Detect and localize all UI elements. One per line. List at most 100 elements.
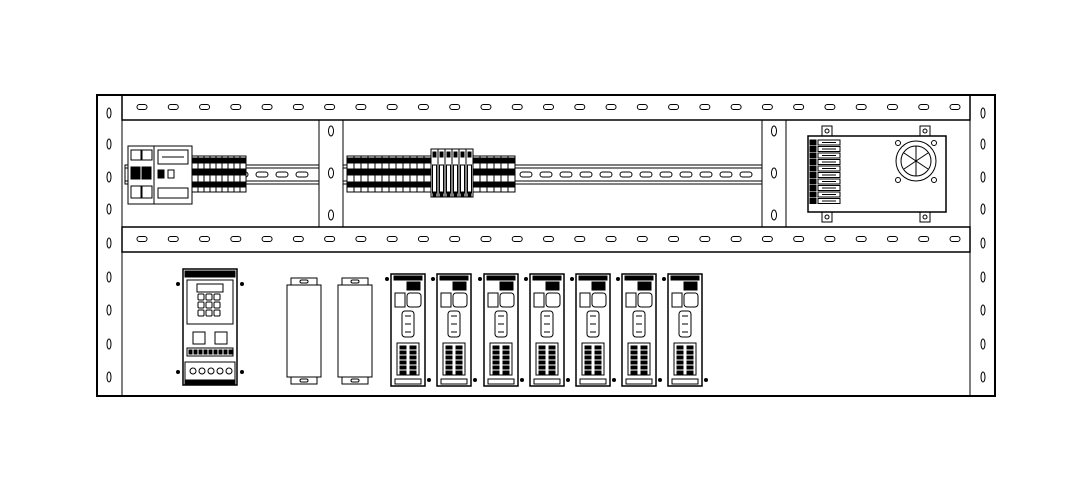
rail-slot — [639, 171, 653, 178]
mounting-slot — [106, 203, 112, 215]
duct-slot — [543, 236, 554, 242]
blank-module — [286, 277, 322, 385]
terminal — [374, 155, 383, 193]
rail-slot — [719, 171, 733, 178]
duct-slot — [136, 236, 148, 242]
terminal — [227, 155, 235, 193]
fuse-terminal — [430, 148, 439, 198]
mounting-slot — [106, 271, 112, 283]
wire-duct-top — [121, 94, 971, 121]
duct-slot — [511, 236, 523, 242]
vertical-duct-left — [318, 119, 344, 228]
duct-slot — [793, 236, 805, 242]
mounting-slot — [106, 138, 112, 150]
rail-slot — [599, 171, 613, 178]
terminal — [221, 155, 229, 193]
duct-slot — [292, 104, 304, 110]
duct-slot — [855, 236, 867, 242]
duct-slot — [511, 104, 523, 110]
duct-slot — [730, 236, 742, 242]
duct-slot — [355, 104, 367, 110]
terminal — [500, 155, 509, 193]
circuit-breakers — [127, 145, 193, 205]
mounting-slot — [980, 171, 986, 183]
vertical-duct-right — [761, 119, 787, 228]
duct-slot — [136, 104, 148, 110]
duct-slot — [480, 236, 492, 242]
terminal — [346, 155, 355, 193]
rail-slot — [559, 171, 573, 178]
rail-slot — [539, 171, 553, 178]
duct-slot — [761, 236, 773, 242]
fuse-terminal — [437, 148, 446, 198]
vfd — [176, 268, 244, 386]
mounting-slot — [980, 237, 986, 249]
mounting-slot — [106, 371, 112, 383]
duct-slot — [636, 104, 648, 110]
terminal-block-left — [191, 155, 247, 193]
duct-slot — [167, 236, 179, 242]
duct-slot — [261, 236, 273, 242]
duct-slot — [636, 236, 648, 242]
duct-slot — [574, 104, 586, 110]
fuse-terminal — [451, 148, 460, 198]
duct-slot — [417, 236, 429, 242]
duct-slot — [918, 104, 930, 110]
duct-slot — [417, 104, 429, 110]
psu-terminal — [809, 191, 817, 198]
duct-slot — [668, 104, 680, 110]
terminal — [191, 155, 199, 193]
mounting-slot — [980, 371, 986, 383]
terminal — [381, 155, 390, 193]
duct-slot — [449, 104, 461, 110]
rail-slot — [295, 171, 309, 178]
duct-slot — [199, 236, 211, 242]
duct-slot — [480, 104, 492, 110]
psu-terminal — [809, 198, 817, 204]
terminal — [507, 155, 516, 193]
terminal — [486, 155, 495, 193]
servo-drive — [385, 273, 431, 387]
terminal — [209, 155, 217, 193]
duct-slot — [730, 104, 742, 110]
mounting-slot — [106, 338, 112, 350]
mounting-slot — [980, 338, 986, 350]
rail-slot — [679, 171, 693, 178]
rail-slot — [619, 171, 633, 178]
psu-terminal — [809, 139, 817, 146]
terminal — [409, 155, 418, 193]
terminal-block-center — [346, 148, 516, 198]
duct-slot — [230, 236, 242, 242]
rail-slot — [659, 171, 673, 178]
mounting-slot — [106, 304, 112, 316]
duct-slot — [167, 104, 179, 110]
terminal — [239, 155, 247, 193]
duct-slot — [261, 104, 273, 110]
psu-terminal — [809, 172, 817, 178]
duct-slot — [668, 236, 680, 242]
power-supply — [807, 125, 947, 223]
duct-slot — [761, 104, 773, 110]
fan-icon — [895, 140, 937, 183]
blank-module — [337, 277, 373, 385]
terminal — [197, 155, 205, 193]
terminal — [423, 155, 432, 193]
terminal — [395, 155, 404, 193]
mounting-slot — [980, 304, 986, 316]
terminal — [472, 155, 481, 193]
mounting-slot — [106, 171, 112, 183]
mounting-slot — [106, 237, 112, 249]
rail-slot — [699, 171, 713, 178]
duct-slot — [449, 236, 461, 242]
psu-terminal — [809, 185, 817, 191]
psu-terminal — [809, 178, 817, 185]
wire-duct-middle — [121, 226, 971, 253]
duct-slot — [793, 104, 805, 110]
duct-slot — [605, 104, 617, 110]
duct-slot — [886, 236, 898, 242]
psu-terminal — [809, 159, 817, 165]
terminal — [203, 155, 211, 193]
duct-slot — [824, 236, 836, 242]
terminal — [215, 155, 223, 193]
